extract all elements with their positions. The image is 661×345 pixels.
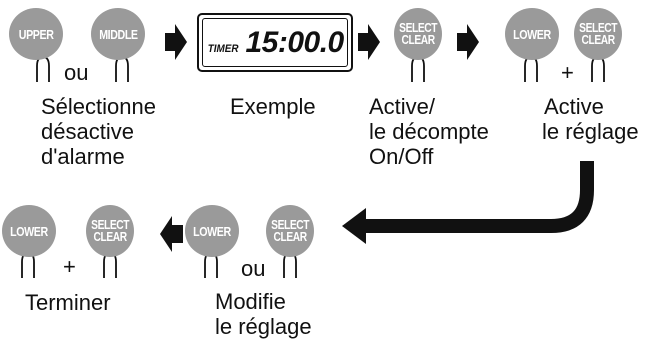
display-mode: TIMER — [207, 42, 239, 55]
return-arrow-head — [342, 208, 366, 244]
connector-plus: + — [561, 60, 574, 85]
step6-caption: Terminer — [25, 290, 111, 315]
finger-icon — [591, 56, 605, 82]
flow-arrow-1 — [165, 24, 187, 60]
connector-plus: + — [63, 254, 76, 279]
flow-arrow-2 — [358, 24, 380, 60]
select-clear-button[interactable]: SELECT CLEAR — [86, 205, 134, 257]
step5-caption: Modifie le réglage — [215, 289, 312, 339]
connector-ou: ou — [241, 256, 266, 281]
finger-icon — [115, 56, 129, 82]
middle-button[interactable]: MIDDLE — [91, 8, 145, 60]
step1-caption: Sélectionne désactive d'alarme — [41, 94, 156, 169]
lower-button[interactable]: LOWER — [185, 205, 239, 257]
flow-arrow-3 — [457, 24, 479, 60]
timer-display: TIMER 15:00.0 — [197, 13, 353, 72]
upper-button[interactable]: UPPER — [9, 8, 63, 60]
step4-caption: Active le réglage — [542, 94, 639, 144]
lower-button[interactable]: LOWER — [2, 205, 56, 257]
return-arrow — [362, 161, 594, 233]
select-clear-button[interactable]: SELECT CLEAR — [266, 205, 314, 257]
finger-icon — [36, 56, 50, 82]
display-caption: Exemple — [230, 94, 316, 119]
step3-caption: Active/ le décompte On/Off — [369, 94, 489, 169]
lower-button[interactable]: LOWER — [505, 8, 559, 60]
connector-ou: ou — [64, 60, 89, 85]
finger-icon — [411, 56, 425, 82]
finger-icon — [524, 56, 538, 82]
select-clear-button[interactable]: SELECT CLEAR — [574, 8, 622, 60]
select-clear-button[interactable]: SELECT CLEAR — [394, 8, 442, 60]
display-time: 15:00.0 — [245, 25, 344, 59]
flow-arrow-4 — [160, 216, 183, 252]
